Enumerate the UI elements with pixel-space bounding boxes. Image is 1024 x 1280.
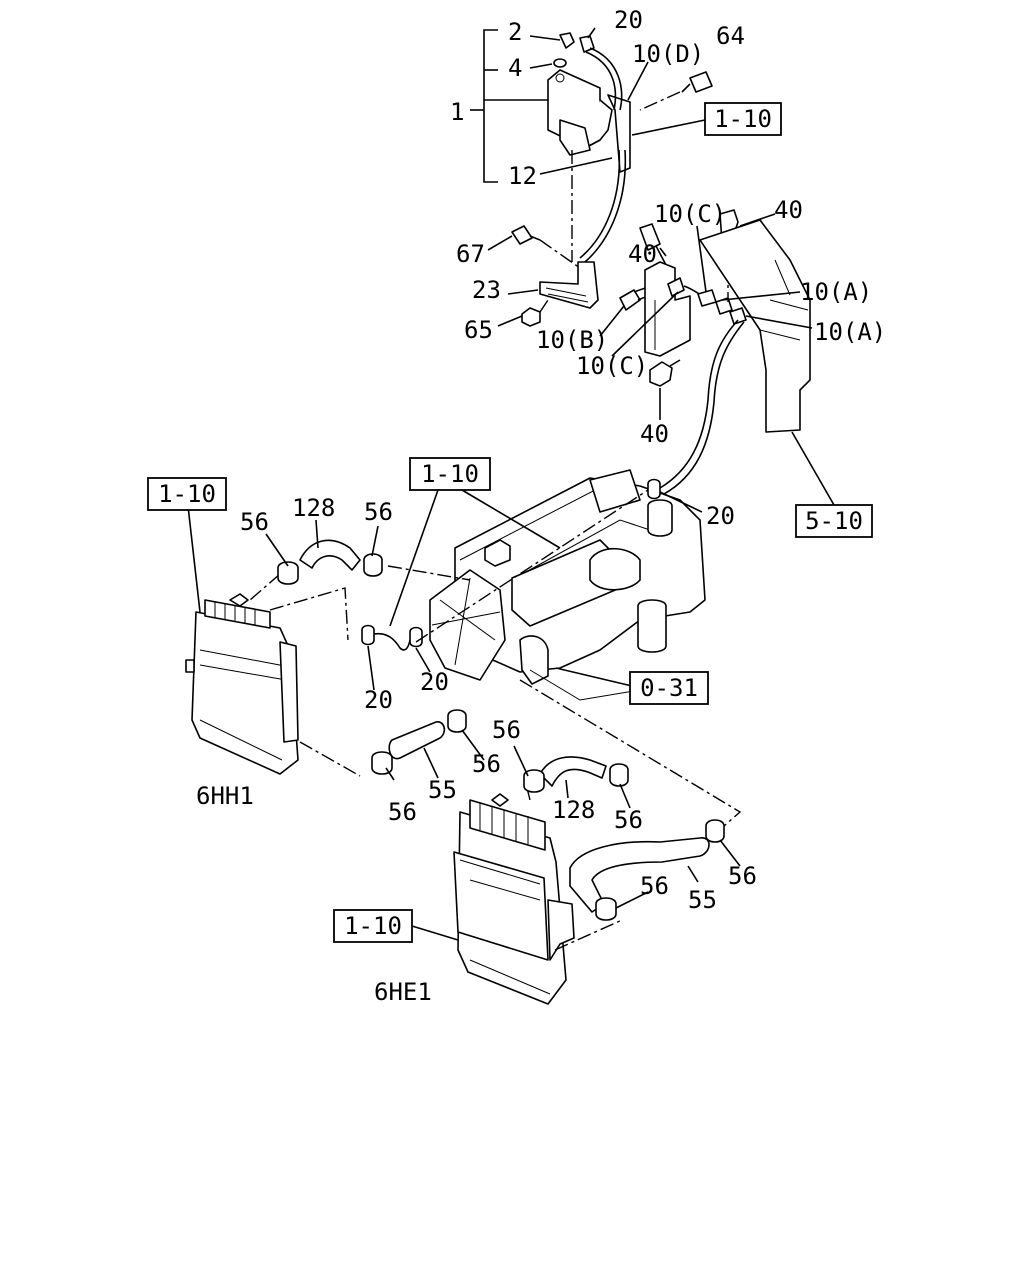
radiator-6he1 xyxy=(411,779,623,1005)
svg-text:5-10: 5-10 xyxy=(805,507,863,535)
bracket-assembly-1 xyxy=(470,27,713,263)
ref-box-1-10-bottom: 1-10 xyxy=(333,909,413,943)
hoses-lower xyxy=(513,745,741,921)
label-part-56-d: 56 xyxy=(472,750,501,778)
label-part-2: 2 xyxy=(508,18,522,46)
label-part-56-e: 56 xyxy=(388,798,417,826)
clamp-20-engine xyxy=(415,478,742,827)
svg-text:1-10: 1-10 xyxy=(421,460,479,488)
ref-box-5-10: 5-10 xyxy=(795,504,873,538)
engine-block xyxy=(429,469,706,701)
label-part-56-g: 56 xyxy=(728,862,757,890)
svg-text:1-10: 1-10 xyxy=(714,105,772,133)
label-part-64: 64 xyxy=(716,22,745,50)
ref-box-1-10-top: 1-10 xyxy=(704,102,782,136)
bracket-23-assembly xyxy=(487,209,835,506)
ref-box-1-10-engine: 1-10 xyxy=(409,457,491,491)
label-part-20-a: 20 xyxy=(364,686,393,714)
label-part-55-b: 55 xyxy=(688,886,717,914)
label-part-10c-bot: 10(C) xyxy=(576,352,648,380)
label-part-10a-1: 10(A) xyxy=(800,278,872,306)
hoses-upper xyxy=(265,489,561,781)
label-part-20-eng: 20 xyxy=(706,502,735,530)
label-part-67: 67 xyxy=(456,240,485,268)
label-part-10a-2: 10(A) xyxy=(814,318,886,346)
label-variant-6hh1: 6HH1 xyxy=(196,782,254,810)
label-part-23: 23 xyxy=(472,276,501,304)
label-part-20-b: 20 xyxy=(420,668,449,696)
svg-text:1-10: 1-10 xyxy=(158,480,216,508)
label-part-55-a: 55 xyxy=(428,776,457,804)
label-part-20: 20 xyxy=(614,6,643,34)
label-part-56-c: 56 xyxy=(492,716,521,744)
label-part-40-mid: 40 xyxy=(628,240,657,268)
svg-text:1-10: 1-10 xyxy=(344,912,402,940)
label-part-56-f: 56 xyxy=(614,806,643,834)
label-part-40-top: 40 xyxy=(774,196,803,224)
label-part-10c-top: 10(C) xyxy=(654,200,726,228)
label-part-56-a: 56 xyxy=(240,508,269,536)
ref-box-0-31: 0-31 xyxy=(629,671,709,705)
label-part-128-b: 128 xyxy=(552,796,595,824)
label-part-128-a: 128 xyxy=(292,494,335,522)
label-part-12: 12 xyxy=(508,162,537,190)
label-part-4: 4 xyxy=(508,54,522,82)
label-part-56-h: 56 xyxy=(640,872,669,900)
label-part-1: 1 xyxy=(450,98,464,126)
label-part-56-b: 56 xyxy=(364,498,393,526)
ref-box-1-10-left: 1-10 xyxy=(147,477,227,511)
label-part-40-bot: 40 xyxy=(640,420,669,448)
label-part-10d: 10(D) xyxy=(632,40,704,68)
label-variant-6he1: 6HE1 xyxy=(374,978,432,1006)
label-part-10b: 10(B) xyxy=(536,326,608,354)
radiator-6hh1 xyxy=(185,505,471,777)
svg-text:0-31: 0-31 xyxy=(640,674,698,702)
part-labels: 2 20 10(D) 64 4 1 12 10(C) 40 67 40 23 1… xyxy=(196,6,886,1006)
label-part-65: 65 xyxy=(464,316,493,344)
